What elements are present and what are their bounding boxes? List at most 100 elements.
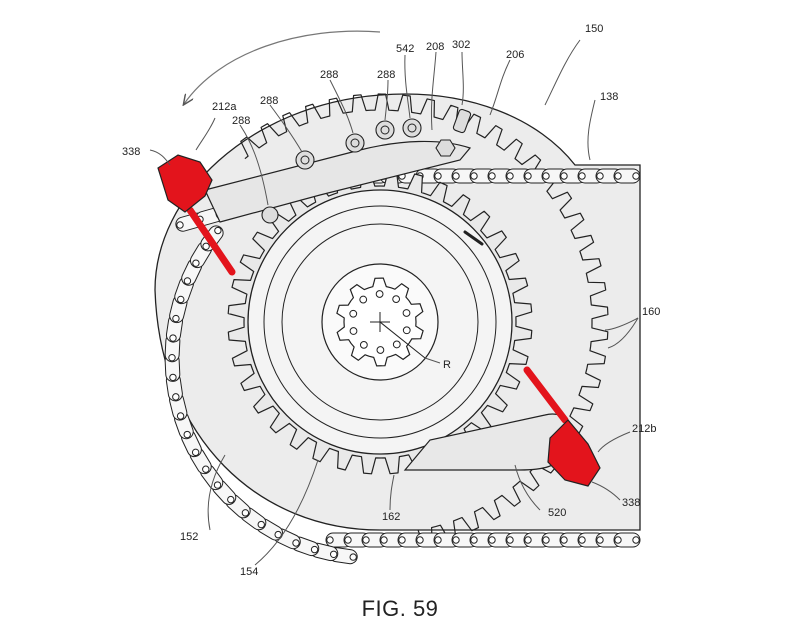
chain-pin (434, 172, 442, 180)
chain-pin (524, 536, 532, 544)
chain-pin (191, 448, 200, 457)
chain-pin (326, 536, 334, 544)
inner-disk-ring (263, 205, 497, 439)
chain-pin (241, 509, 250, 517)
chain-guide-block-lower (523, 366, 601, 487)
ref-302: 302 (452, 39, 470, 51)
chain-pin (213, 481, 222, 489)
fastener-288-right (375, 120, 395, 140)
hub-bolt-hole (402, 309, 411, 317)
chain-pin (344, 536, 352, 544)
chain-pin (214, 226, 222, 235)
chain-pin (362, 536, 370, 544)
chain-pin (614, 536, 622, 544)
chain-pin (488, 536, 496, 544)
chain-pin (310, 545, 319, 554)
chain-pin (183, 277, 192, 285)
chain-pin (416, 536, 424, 544)
chain-pin (177, 295, 185, 304)
fastener-288-far (261, 206, 279, 224)
ref-212a: 212a (212, 101, 237, 113)
chain-pin (470, 536, 478, 544)
hub-bolt-hole (359, 295, 368, 304)
hub-bolt-hole (392, 340, 401, 349)
ref-288-b: 288 (320, 69, 338, 81)
outer-chainring (240, 93, 609, 547)
ref-520: 520 (548, 507, 566, 519)
pin-208 (452, 108, 472, 134)
chain-pin (506, 536, 514, 544)
chain-pin (596, 172, 604, 180)
chain-pin (524, 172, 532, 180)
chain-pin (506, 172, 514, 180)
chain-pin (452, 536, 460, 544)
chain-pin (542, 172, 550, 180)
ref-338-upper: 338 (122, 146, 140, 158)
ref-288-c: 288 (260, 95, 278, 107)
ref-150: 150 (585, 23, 603, 35)
chain-pin (452, 172, 460, 180)
hub-bolt-hole (375, 290, 384, 298)
hub-bolt-hole (402, 326, 411, 335)
chain-pin (614, 172, 622, 180)
chain-pin (349, 553, 357, 561)
ref-206: 206 (506, 49, 524, 61)
chain-pin (192, 259, 200, 267)
ref-288-d: 288 (232, 115, 250, 127)
chain-pin (202, 465, 210, 473)
chain-pin (434, 536, 442, 544)
chain-pin (632, 172, 640, 180)
chain-pin (578, 536, 586, 544)
radius-line (379, 321, 426, 359)
outer-chainring-teeth (240, 93, 609, 547)
nut-302 (435, 139, 456, 157)
leader-lines (149, 39, 639, 566)
upper-guide-arm (204, 140, 472, 223)
chain-pin (183, 430, 191, 439)
chain-pin (176, 412, 185, 420)
chain-link (613, 532, 641, 548)
chain-pin (632, 536, 640, 544)
chain-wrap (164, 225, 358, 565)
ref-162: 162 (382, 511, 400, 523)
ref-212b: 212b (632, 423, 656, 435)
ref-R: R (443, 359, 451, 371)
chain-pin (168, 354, 176, 362)
ref-542: 542 (396, 43, 414, 55)
ref-160: 160 (642, 306, 660, 318)
chain-pin (560, 536, 568, 544)
chain-pin (329, 550, 338, 558)
chain-pin (292, 539, 300, 547)
chain-pin (560, 172, 568, 180)
ref-338-lower: 338 (622, 497, 640, 509)
chain-pin (470, 172, 478, 180)
chain-pin (169, 373, 177, 382)
chain-pin (202, 242, 210, 250)
ref-154: 154 (240, 566, 258, 578)
chain-pin (172, 314, 180, 323)
inner-disk-ring-2 (281, 223, 479, 421)
rotation-arrow (184, 30, 381, 104)
chain-link (613, 168, 641, 184)
chain-pin (169, 334, 177, 342)
hub-bolt-hole (359, 340, 368, 349)
ref-208: 208 (426, 41, 444, 53)
chain-pin (542, 536, 550, 544)
chain-pin (398, 536, 406, 544)
fastener-288-left (295, 150, 315, 170)
fastener-288-mid (345, 133, 365, 153)
figure-caption: FIG. 59 (361, 596, 439, 621)
chain-pin (227, 495, 235, 504)
ref-152: 152 (180, 531, 198, 543)
chain-guide-block-upper (157, 154, 236, 276)
chain-pin (257, 520, 265, 529)
chain-pin (176, 221, 184, 229)
chain-pin (578, 172, 586, 180)
chain-pin (488, 172, 496, 180)
fastener-542 (402, 118, 422, 138)
chain-pin (172, 393, 180, 401)
chain-pin (596, 536, 604, 544)
ref-138: 138 (600, 91, 618, 103)
clip (463, 230, 484, 246)
